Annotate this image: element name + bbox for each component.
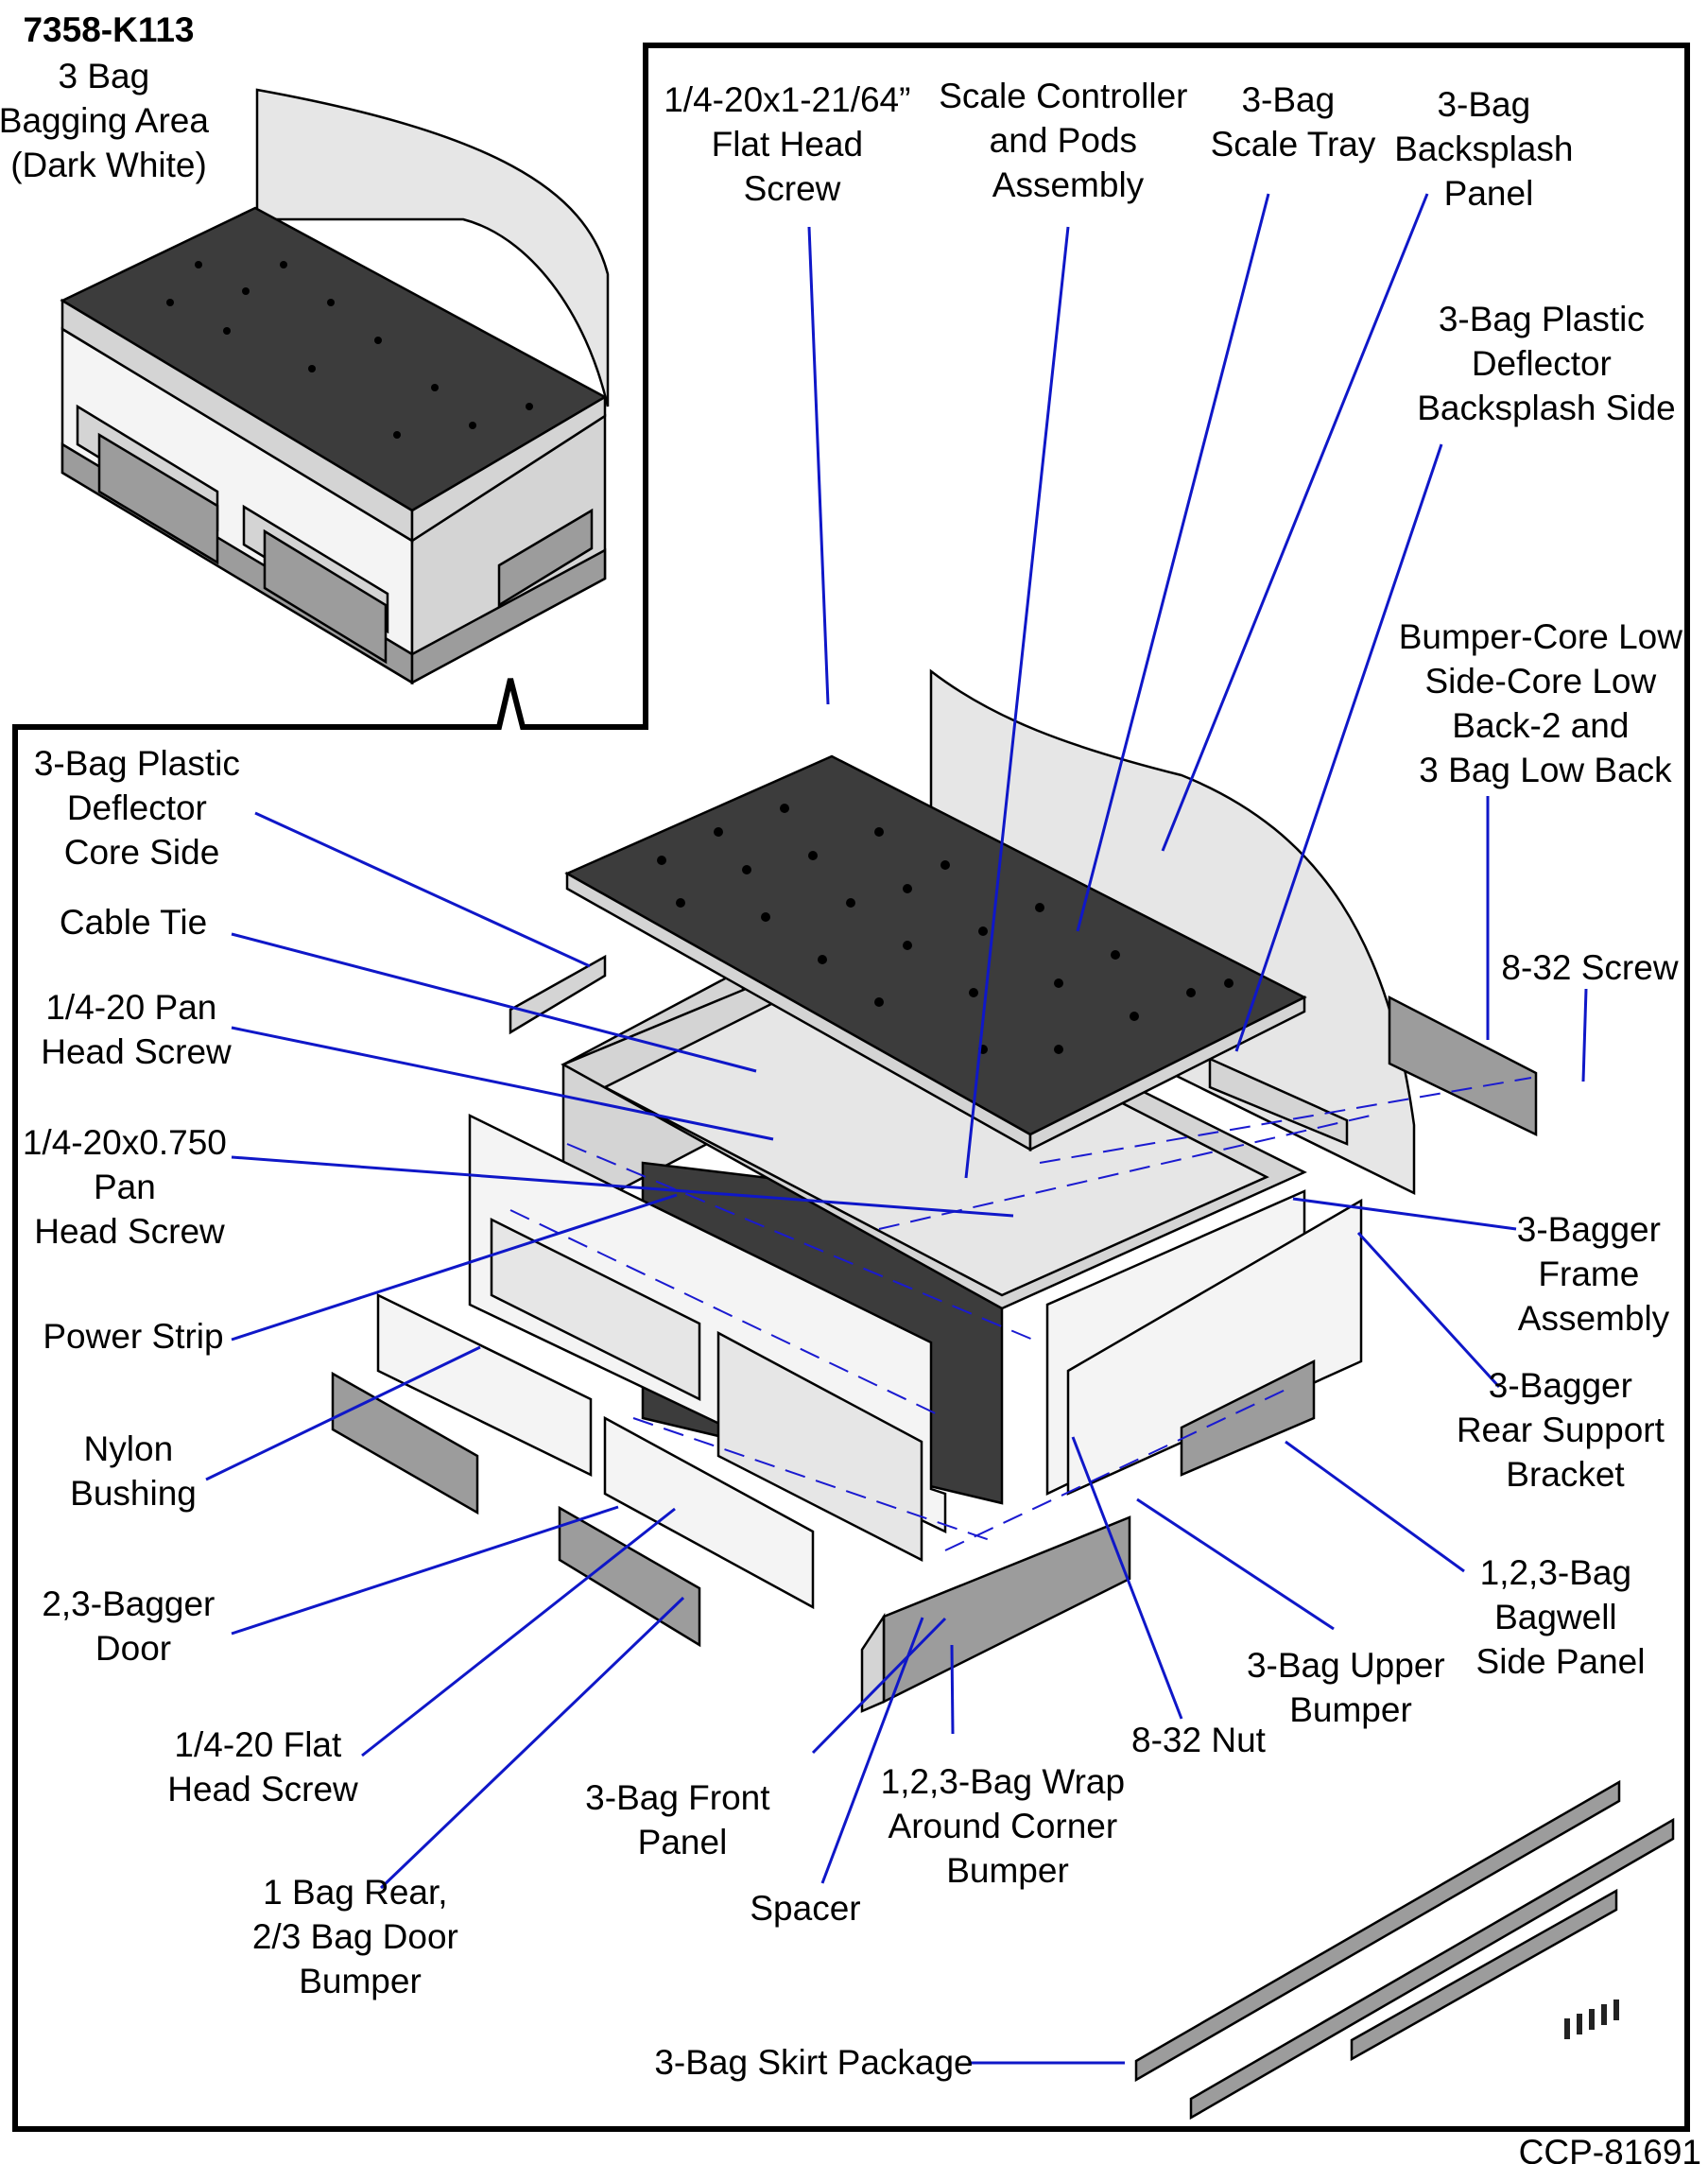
label-screw-832: 8-32 Screw bbox=[1501, 948, 1678, 987]
label-bagger-door: 2,3-Bagger Door bbox=[42, 1584, 224, 1668]
title-line-2: Bagging Area bbox=[0, 101, 209, 140]
svg-text:3 Bag Bagging Area: 3 Bag Bagging Area (Dark White) bbox=[0, 57, 218, 184]
label-upper-bumper: 3-Bag Upper Bumper bbox=[1247, 1646, 1455, 1729]
label-scale-tray: 3-Bag Scale Tray bbox=[1211, 80, 1376, 164]
label-door-bumper: 1 Bag Rear, 2/3 Bag Door Bumper bbox=[252, 1873, 468, 2000]
tray-holes bbox=[657, 804, 1234, 1054]
label-cable-tie: Cable Tie bbox=[60, 903, 207, 942]
label-backsplash-panel: 3-Bag Backsplash Panel bbox=[1394, 85, 1583, 213]
exploded-view bbox=[331, 668, 1675, 2121]
label-spacer: Spacer bbox=[750, 1889, 860, 1928]
bagger-door-right bbox=[603, 1415, 815, 1610]
part-number: 7358-K113 bbox=[23, 10, 194, 49]
title-line-3: (Dark White) bbox=[10, 146, 207, 184]
label-deflector-core: 3-Bag Plastic Deflector Core Side bbox=[34, 744, 250, 872]
bagger-door-left bbox=[376, 1292, 593, 1478]
label-bagwell-side: 1,2,3-Bag Bagwell Side Panel bbox=[1476, 1553, 1646, 1681]
label-scale-controller: Scale Controller and Pods Assembly bbox=[939, 77, 1198, 204]
label-rear-support: 3-Bagger Rear Support Bracket bbox=[1457, 1366, 1674, 1494]
label-flat-head-screw-top: 1/4-20x1-21/64” Flat Head Screw bbox=[664, 80, 921, 208]
label-flat-head-screw: 1/4-20 Flat Head Screw bbox=[167, 1725, 358, 1809]
title-block: 7358-K113 3 Bag Bagging Area (Dark White… bbox=[0, 10, 218, 184]
label-front-panel: 3-Bag Front Panel bbox=[585, 1778, 780, 1861]
label-pan-head-0750: 1/4-20x0.750 Pan Head Screw bbox=[23, 1123, 236, 1251]
callout-labels: 1/4-20x1-21/64” Flat Head Screw Scale Co… bbox=[23, 77, 1693, 2082]
leader-lines bbox=[205, 193, 1588, 2065]
label-deflector-backsplash: 3-Bag Plastic Deflector Backsplash Side bbox=[1417, 300, 1676, 427]
diagram-frame bbox=[12, 43, 1690, 2132]
title-line-1: 3 Bag bbox=[59, 57, 150, 95]
bagwell-side-panel-shape bbox=[1066, 1198, 1363, 1496]
label-nylon-bushing: Nylon Bushing bbox=[70, 1429, 197, 1513]
assembled-unit-inset bbox=[60, 88, 610, 685]
skirt-package-shape bbox=[1134, 1779, 1675, 2121]
svg-text:7358-K113: 7358-K113 bbox=[23, 10, 194, 49]
label-pan-head: 1/4-20 Pan Head Screw bbox=[41, 988, 232, 1071]
label-skirt-package: 3-Bag Skirt Package bbox=[654, 2043, 973, 2082]
label-power-strip: Power Strip bbox=[43, 1317, 223, 1356]
label-bumper-core: Bumper-Core Low Side-Core Low Back-2 and… bbox=[1399, 617, 1693, 789]
drawing-id: CCP-81691 bbox=[1519, 2133, 1701, 2164]
label-nut-832: 8-32 Nut bbox=[1131, 1721, 1267, 1759]
label-wrap-corner: 1,2,3-Bag Wrap Around Corner Bumper bbox=[881, 1762, 1135, 1890]
label-frame-assembly: 3-Bagger Frame Assembly bbox=[1517, 1210, 1671, 1338]
